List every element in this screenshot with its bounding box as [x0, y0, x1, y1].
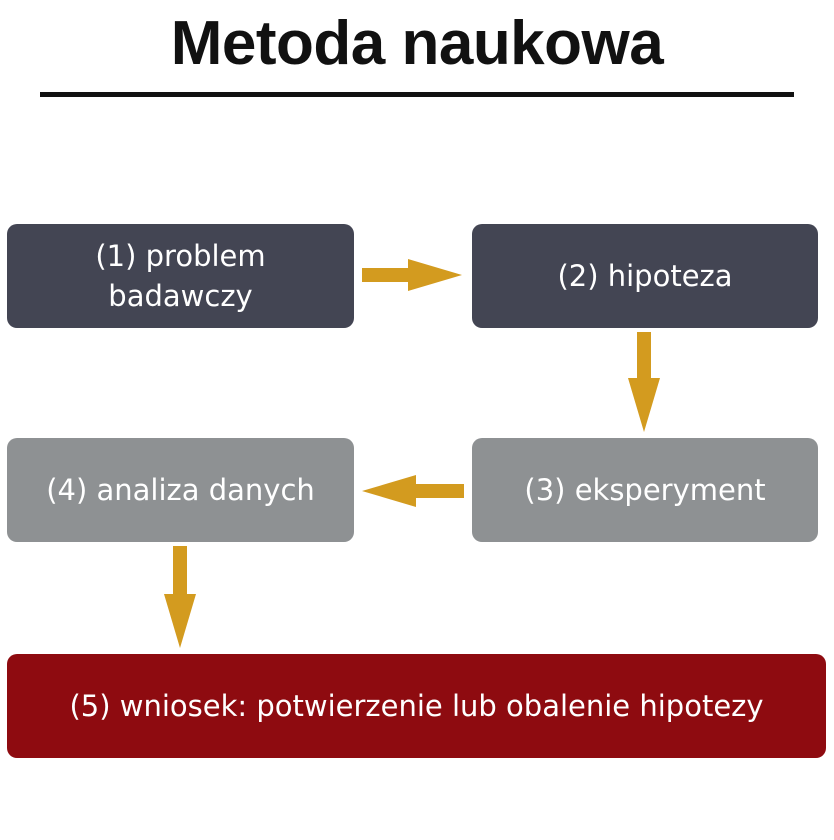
step-4-analysis-box: (4) analiza danych: [7, 438, 354, 542]
step-3-label: (3) eksperyment: [524, 473, 766, 507]
arrow-step3-to-step4-icon: [362, 475, 464, 507]
step-1-label: (1) problem badawczy: [95, 239, 266, 313]
step-1-problem-box: (1) problem badawczy: [7, 224, 354, 328]
arrow-step4-to-step5-icon: [164, 546, 196, 648]
step-2-label: (2) hipoteza: [557, 259, 733, 293]
step-5-conclusion-box: (5) wniosek: potwierzenie lub obalenie h…: [7, 654, 826, 758]
arrow-step1-to-step2-icon: [362, 259, 462, 291]
step-5-label: (5) wniosek: potwierzenie lub obalenie h…: [69, 689, 764, 723]
page-title: Metoda naukowa: [170, 9, 664, 78]
arrow-step2-to-step3-icon: [628, 332, 660, 432]
step-4-label: (4) analiza danych: [46, 473, 315, 507]
step-2-hypothesis-box: (2) hipoteza: [472, 224, 818, 328]
step-3-experiment-box: (3) eksperyment: [472, 438, 818, 542]
title-underline: [40, 92, 794, 97]
